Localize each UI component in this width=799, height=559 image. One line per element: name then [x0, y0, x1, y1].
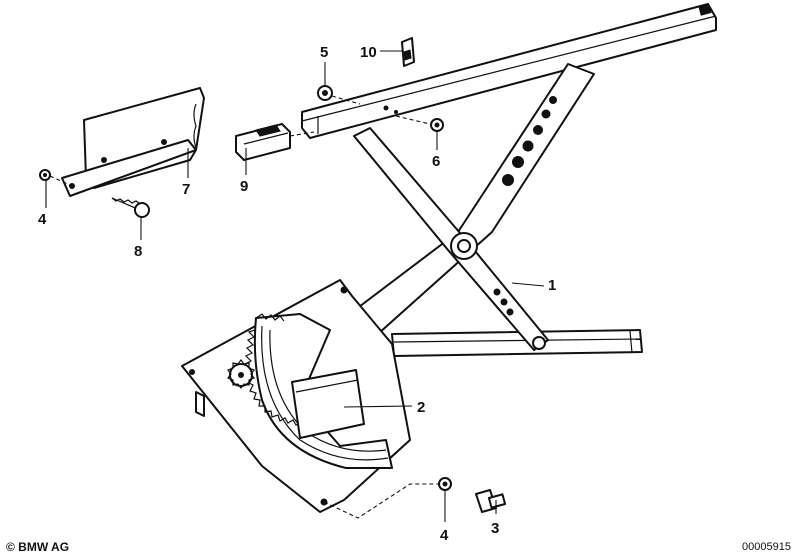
callout-1: 1: [548, 277, 556, 294]
callout-8: 8: [134, 243, 142, 260]
copyright-label: © BMW AG: [6, 540, 70, 554]
callout-3: 3: [491, 520, 499, 537]
screw-8: [111, 197, 150, 218]
leader-lines: [45, 50, 545, 522]
pivot-pin: [457, 239, 471, 253]
washer-4-left: [39, 169, 73, 187]
scissor-arm: [353, 127, 549, 351]
slider-block-9: [235, 123, 315, 161]
callout-5: 5: [320, 44, 328, 61]
document-number: 00005915: [742, 541, 791, 553]
callout-4-left: 4: [38, 211, 47, 228]
callout-7: 7: [182, 181, 190, 198]
callout-9: 9: [240, 178, 248, 195]
callout-10: 10: [360, 44, 377, 61]
upper-guide-rail: [301, 3, 717, 139]
lower-guide-rail: [391, 329, 643, 357]
washer-4-bottom: [438, 477, 452, 491]
drive-pinion: [227, 359, 255, 389]
clip-10: [401, 37, 415, 67]
nut-6: [395, 115, 444, 132]
callout-4-bottom: 4: [440, 527, 449, 544]
nut-5: [317, 85, 361, 105]
callout-6: 6: [432, 153, 440, 170]
callout-2: 2: [417, 399, 425, 416]
gear-segment: [243, 313, 393, 469]
bracket-plate-7: [61, 87, 205, 197]
bolt-3: [475, 489, 507, 513]
assembly-line-bottom: [323, 483, 440, 519]
